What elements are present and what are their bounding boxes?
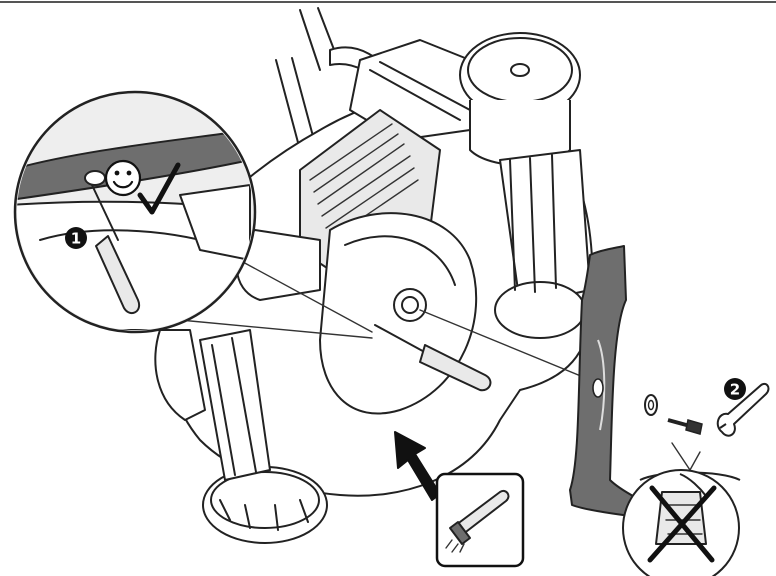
callout-2-label: 2 — [730, 381, 740, 399]
screwdriver — [374, 324, 492, 392]
callout-2-badge — [724, 378, 746, 400]
callout-step-2: 2 — [724, 378, 746, 400]
callout-step-1: 1 — [65, 227, 87, 249]
checkmark-icon — [137, 162, 181, 215]
no-water-callout — [622, 442, 741, 576]
crossed-out-water-icon — [647, 473, 717, 563]
wrench-icon — [716, 382, 770, 437]
callout-1-badge — [65, 227, 87, 249]
callout-1-label: 1 — [71, 230, 81, 248]
brush-callout — [435, 472, 525, 568]
brush-icon — [445, 490, 510, 553]
smiley-face-icon — [104, 159, 142, 197]
mower-body — [154, 7, 594, 544]
